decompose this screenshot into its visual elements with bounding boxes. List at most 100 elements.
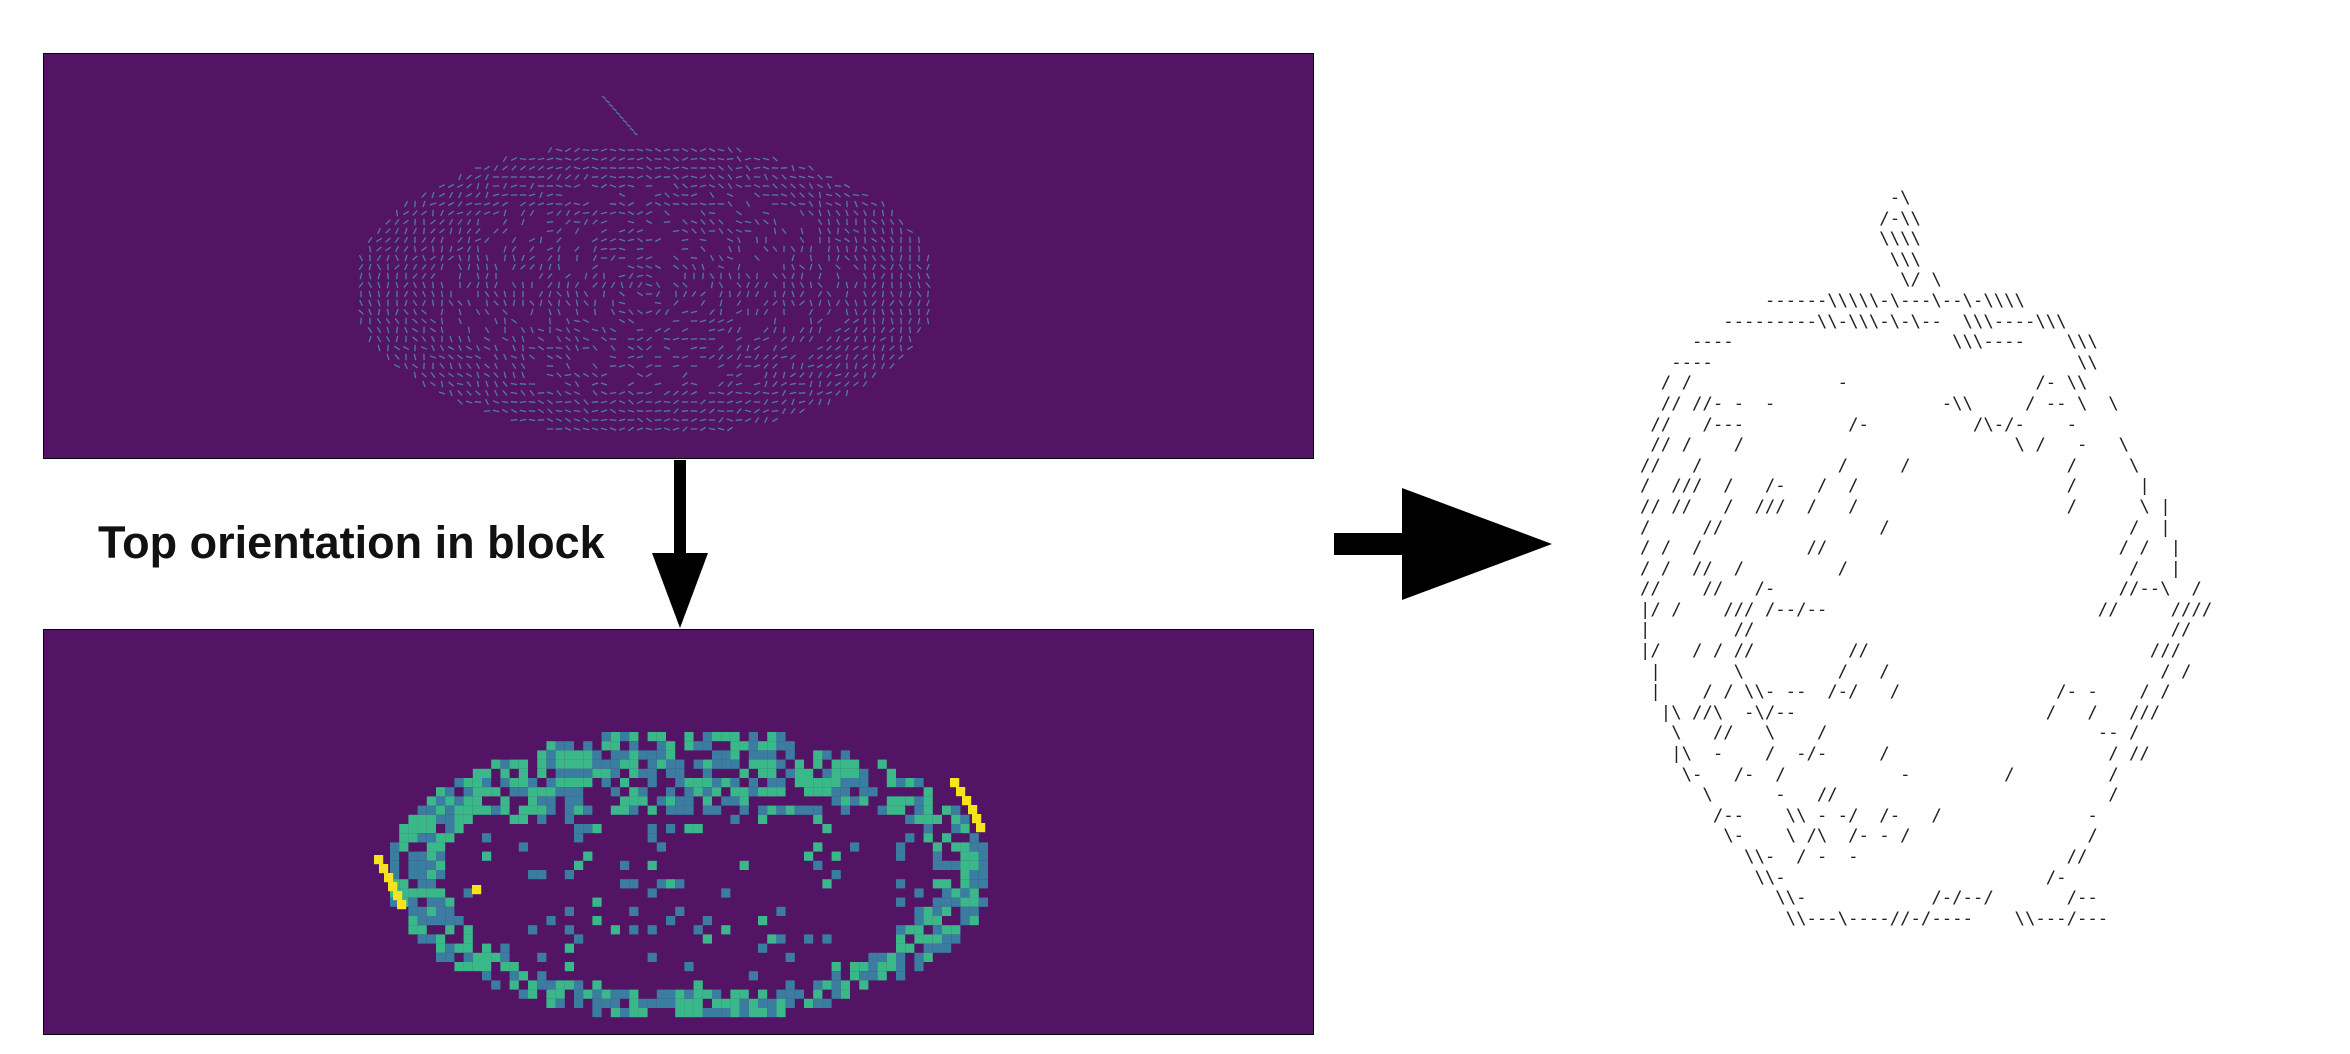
heatmap-cell [546,787,556,797]
heatmap-cell [914,952,924,962]
orientation-stroke [610,408,616,414]
orientation-stroke [654,327,662,333]
orientation-stroke [781,389,787,397]
orientation-stroke [753,390,761,396]
heatmap-cell [702,989,712,999]
orientation-stroke [889,327,895,333]
heatmap-cell [518,787,528,797]
heatmap-cell [564,805,574,815]
heatmap-cell [620,989,630,999]
orientation-stroke [556,372,562,378]
orientation-stroke [700,291,706,297]
orientation-stroke [717,364,725,368]
orientation-stroke [871,300,877,306]
orientation-stroke [735,372,743,378]
orientation-stroke [663,148,671,152]
heatmap-cell [721,759,731,769]
orientation-stroke [447,345,455,351]
heatmap-cell [426,906,436,916]
orientation-stroke [539,236,543,244]
orientation-stroke [555,428,563,430]
orientation-stroke [530,182,534,190]
heatmap-cell [748,971,758,981]
orientation-stroke [736,299,742,307]
orientation-stroke [737,236,741,244]
heatmap-cell [537,870,547,880]
orientation-stroke [816,391,824,395]
orientation-stroke [808,308,814,316]
orientation-stroke [600,247,608,251]
orientation-stroke [636,355,644,359]
orientation-stroke [854,299,858,307]
orientation-stroke [502,218,508,226]
orientation-stroke [583,290,589,298]
orientation-stroke [448,218,454,226]
orientation-stroke [809,263,813,271]
heatmap-cell [739,1008,749,1018]
orientation-stroke [394,318,400,324]
heatmap-cell [758,943,768,953]
heatmap-cell [896,796,906,806]
orientation-stroke [636,256,644,260]
orientation-stroke [844,318,850,324]
heatmap-cell [610,768,620,778]
orientation-stroke [502,390,508,396]
orientation-stroke [512,344,516,352]
heatmap-cell [785,768,795,778]
heatmap-cell [969,906,979,916]
orientation-stroke [457,390,463,396]
orientation-stroke [763,363,769,369]
orientation-stroke [582,319,590,323]
orientation-stroke [618,211,626,215]
heatmap-cell [445,943,455,953]
heatmap-cell [693,980,703,990]
heatmap-cell [555,787,565,797]
heatmap-cell [574,778,584,788]
heatmap-cell [436,870,446,880]
heatmap-cell [776,741,786,751]
ascii-line: \\- /- [1754,867,2067,888]
heatmap-cell [601,768,611,778]
orientation-stroke [557,254,561,262]
orientation-stroke [583,408,589,414]
heatmap-cell [978,879,988,889]
heatmap-cell [960,851,970,861]
orientation-stroke [773,371,777,379]
ascii-line: / / // / / / | [1640,558,2182,579]
heatmap-cell [684,1008,694,1018]
heatmap-cell [509,759,519,769]
orientation-stroke [555,184,563,188]
orientation-stroke [746,281,750,289]
heatmap-cell [564,962,574,972]
heatmap-cell [528,925,538,935]
orientation-stroke [627,157,635,161]
orientation-stroke [548,317,552,325]
heatmap-cell [702,787,712,797]
orientation-stroke [404,299,408,307]
orientation-stroke [636,229,644,233]
orientation-stroke [636,166,644,170]
heatmap-cell [822,768,832,778]
orientation-stroke [854,335,858,343]
top-orientation-heatmap [374,732,988,1018]
heatmap-cell [656,796,666,806]
orientation-stroke [817,290,823,298]
heatmap-cell [620,796,630,806]
orientation-stroke [592,210,598,216]
heatmap-cell [813,998,823,1008]
orientation-stroke [700,210,706,216]
heatmap-cell [399,824,409,834]
orientation-stroke [556,335,562,343]
orientation-stroke [457,219,463,225]
orientation-stroke [825,363,833,369]
orientation-stroke [898,263,904,271]
orientation-stroke [394,264,400,270]
orientation-stroke [744,230,752,232]
orientation-stroke [790,354,796,360]
orientation-stroke [917,281,921,289]
orientation-stroke [395,254,399,262]
orientation-stroke [609,327,617,333]
heatmap-cell [592,768,602,778]
orientation-stroke [854,326,858,334]
orientation-stroke [511,281,517,289]
